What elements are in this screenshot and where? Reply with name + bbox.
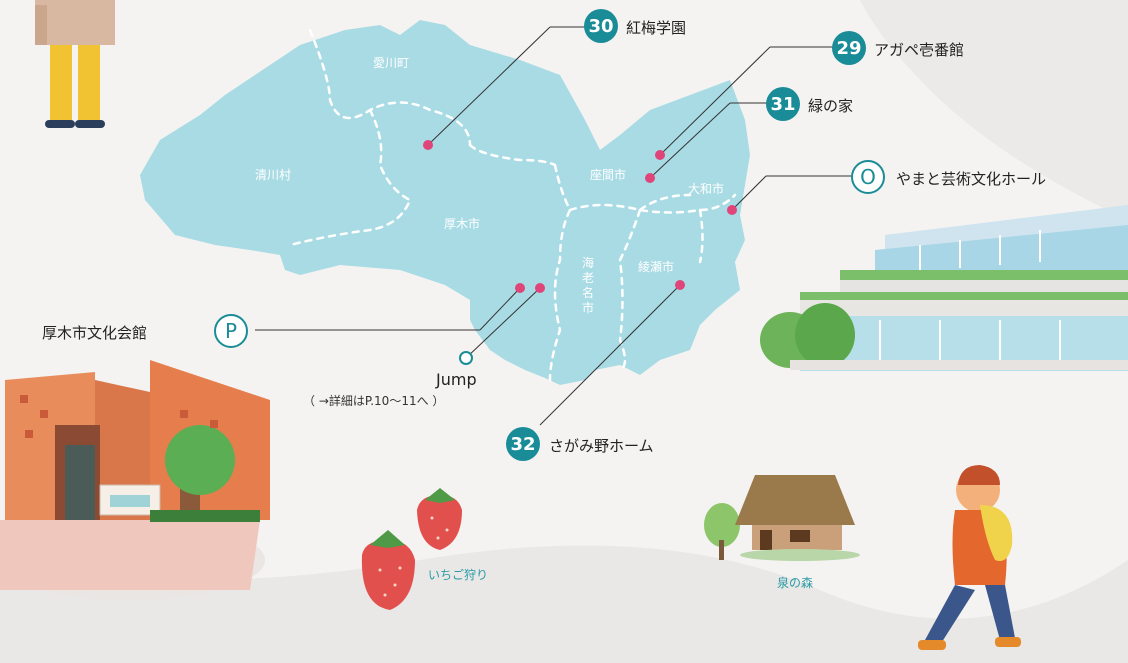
area-label-kiyokawa: 清川村	[255, 168, 292, 182]
jump-marker-icon	[459, 351, 473, 365]
walking-person-icon	[918, 465, 1021, 650]
area-label-atsugi: 厚木市	[444, 217, 481, 231]
caption-izumi: 泉の森	[777, 576, 814, 590]
thatched-house-icon	[704, 475, 860, 561]
venue-name-yamato-hall: やまと芸術文化ホール	[896, 170, 1047, 188]
location-markers	[423, 140, 737, 293]
jump-link[interactable]: Jump	[436, 370, 477, 389]
badge-o: O	[851, 160, 885, 194]
marker-p2	[535, 283, 545, 293]
atsugi-hall-building-icon	[0, 360, 270, 600]
venue-name-atsugi-hall: 厚木市文化会館	[42, 324, 148, 342]
area-label-ebina: 海老名市	[582, 256, 595, 315]
strawberry-icon	[361, 488, 462, 610]
venue-name-agape: アガペ壱番館	[874, 41, 965, 59]
yamato-hall-building-icon	[760, 205, 1128, 371]
badge-31: 31	[766, 87, 800, 121]
paper-texture	[0, 545, 1128, 663]
person-illustration-icon	[35, 0, 115, 128]
area-label-aikawa: 愛川町	[373, 56, 410, 70]
marker-p1	[515, 283, 525, 293]
venue-name-kobai: 紅梅学園	[626, 19, 687, 37]
marker-30	[423, 140, 433, 150]
marker-29	[655, 150, 665, 160]
badge-29: 29	[832, 31, 866, 65]
venue-name-sagamino: さがみ野ホーム	[549, 437, 654, 455]
area-label-yamato: 大和市	[688, 182, 725, 196]
region-map-shape	[140, 20, 750, 385]
venue-name-midori: 緑の家	[808, 97, 854, 115]
area-label-zama: 座間市	[590, 168, 627, 182]
marker-o	[727, 205, 737, 215]
marker-32	[675, 280, 685, 290]
badge-p: P	[214, 314, 248, 348]
paper-texture-right	[860, 0, 1128, 220]
jump-note: （ →詳細はP.10〜11へ ）	[303, 394, 445, 408]
caption-strawberry: いちご狩り	[428, 568, 489, 582]
area-label-ayase: 綾瀬市	[638, 260, 675, 274]
marker-31	[645, 173, 655, 183]
badge-30: 30	[584, 9, 618, 43]
area-boundaries	[288, 28, 737, 382]
badge-32: 32	[506, 427, 540, 461]
leader-lines	[255, 26, 853, 426]
